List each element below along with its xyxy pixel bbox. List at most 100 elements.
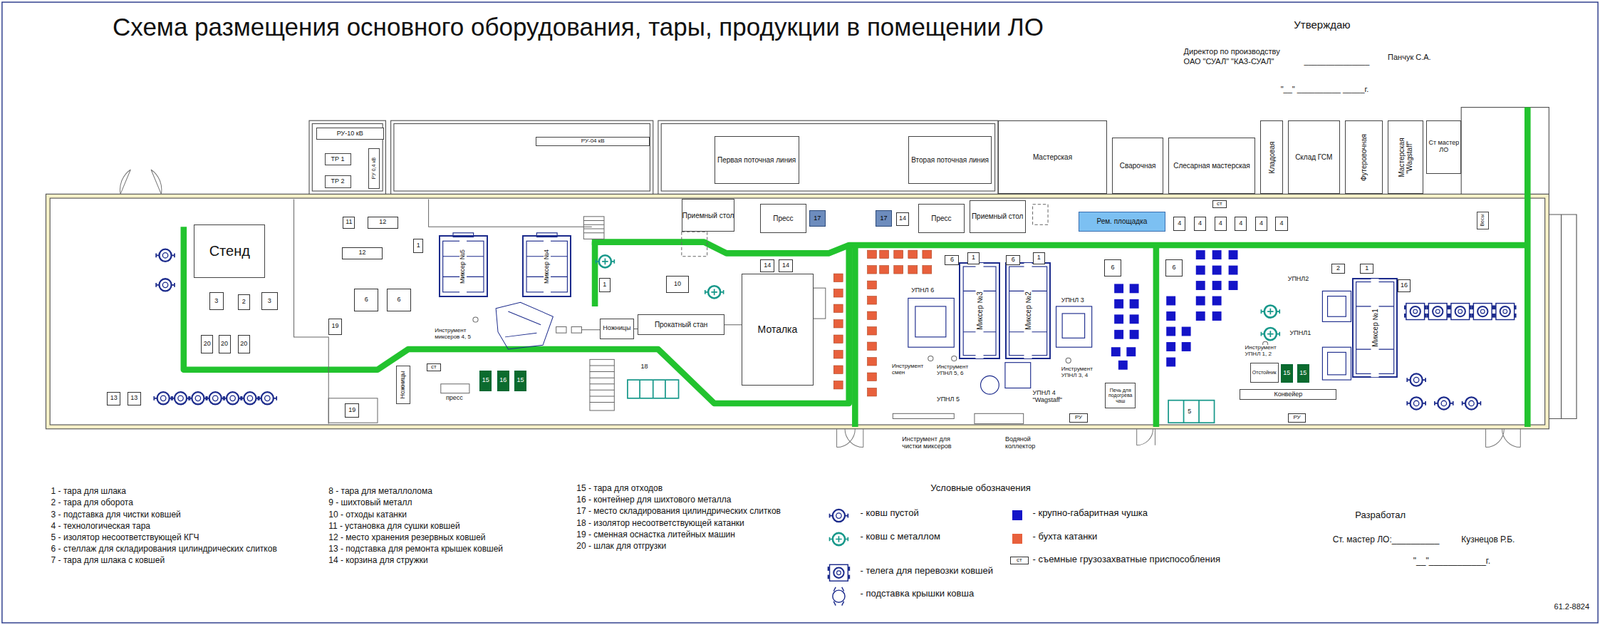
text-label: 61.2-8824: [1554, 601, 1591, 611]
coil: [867, 311, 877, 320]
coil: [833, 289, 843, 298]
callout-number: 6: [1005, 255, 1021, 266]
text-label: Водяной коллектор: [1005, 435, 1051, 451]
equipment-box: РУ-04 кВ: [535, 136, 650, 147]
road: [854, 107, 1528, 427]
empty-ladle: [1462, 396, 1482, 409]
text-label: УПНЛ2: [1287, 275, 1310, 283]
callout-number: 4: [1255, 216, 1268, 231]
ingot: [1181, 326, 1192, 337]
ingot: [1196, 280, 1206, 290]
mixer-box: Миксер №1: [1352, 277, 1398, 378]
upnl-unit: [1322, 346, 1351, 380]
upnl-unit: [908, 297, 954, 347]
full-ladle: [1260, 327, 1280, 340]
equipment: [556, 326, 567, 334]
equipment-box: ТР 1: [324, 153, 352, 166]
text-label: Инструмент миксеров 4, 5: [434, 327, 488, 341]
empty-ladle: [205, 391, 225, 404]
equipment-box: Сварочная: [1112, 137, 1164, 194]
legend-swatch: [1012, 533, 1023, 544]
box-label: Весы: [1479, 213, 1486, 229]
ladles: [153, 249, 1516, 410]
box-label: Прокатный стан: [654, 320, 708, 329]
text-label: Инструмент УПНЛ 1, 2: [1245, 344, 1286, 358]
coil: [833, 380, 843, 389]
box-label: Моталка: [757, 324, 798, 335]
equipment-box: Пресс: [760, 203, 806, 233]
coil: [867, 341, 877, 350]
text-label: Инструмент УПНЛ 5, 6: [936, 364, 978, 377]
teal-rack: [639, 379, 666, 399]
text-label: УПНЛ 6: [911, 287, 934, 295]
equipment-box: Приемный стол: [681, 198, 735, 232]
mixer-details: [443, 232, 1395, 394]
coil: [867, 280, 877, 289]
text-label: 11 - установка для сушки ковшей: [328, 521, 460, 531]
ingot: [1118, 360, 1128, 370]
callout-number: 15: [1297, 364, 1310, 383]
teal-containers: [627, 379, 1215, 423]
callout-number: 14: [778, 259, 793, 273]
box-label: Миксер №1: [1371, 278, 1380, 377]
callout-number: 4: [1275, 216, 1288, 231]
road: [591, 242, 1529, 254]
equipment-box: Склад ГСМ: [1287, 120, 1340, 194]
equipment-box: Ст мастер ЛО: [1426, 120, 1462, 174]
equipment-box: Приемный стол: [969, 200, 1026, 233]
ingot: [1196, 311, 1206, 321]
callout-number: 4: [1214, 216, 1227, 231]
box-label: Ножницы: [602, 324, 631, 332]
tool-marker: [928, 355, 934, 361]
equipment: [813, 287, 826, 319]
ingot: [1212, 311, 1222, 321]
text-label: 4 - технологическая тара: [51, 521, 151, 531]
ingot: [1228, 265, 1239, 275]
box-label: Конвейер: [1273, 391, 1303, 399]
callout-number: 3: [209, 292, 224, 311]
text-label: 8 - тара для металлолома: [328, 486, 433, 496]
callout-number: 15: [1280, 364, 1293, 383]
text-label: Кузнецов Р.Б.: [1461, 534, 1515, 545]
text-label: 17 - место складирования цилиндрических …: [576, 506, 781, 516]
equipment-box: Рем. площадка: [1078, 211, 1166, 233]
text-label: 2 - тара для оборота: [51, 497, 134, 508]
text-label: УПНЛ1: [1290, 329, 1312, 337]
empty-ladle: [1434, 396, 1454, 409]
text-label: 12 - место хранения резервных ковшей: [328, 532, 486, 543]
callout-number: 19: [344, 403, 360, 418]
legend-swatch: [1012, 510, 1023, 521]
equipment-box: Первая поточная линия: [714, 136, 800, 184]
box-label: Вторая поточная линия: [911, 156, 989, 164]
callout-number: 10: [666, 275, 689, 293]
box-label: Рем. площадка: [1096, 217, 1147, 226]
box-label: Склад ГСМ: [1295, 153, 1333, 161]
upnl-unit: [915, 306, 947, 337]
callout-number: 6: [1165, 259, 1183, 277]
outer-wall: [1548, 214, 1577, 419]
tool-marker: [951, 355, 957, 361]
ingot: [1166, 296, 1176, 306]
callout-number: ст: [426, 363, 441, 372]
equipment-box: Стенд: [193, 224, 266, 278]
text-label: Инструмент смен: [891, 363, 925, 377]
callout-number: 16: [1397, 279, 1410, 292]
text-label: "__" __________ _____г.: [1280, 84, 1370, 94]
teal-rack: [1183, 400, 1199, 424]
equipment-box: Весы: [1476, 211, 1489, 231]
coil: [833, 365, 843, 374]
box-label: РУ 0,4 кВ: [371, 149, 377, 188]
coil: [867, 296, 877, 305]
coil: [867, 265, 877, 274]
door: [837, 428, 864, 448]
empty-ladle: [153, 391, 173, 404]
box-label: Ст мастер ЛО: [1426, 139, 1461, 154]
text-label: "__"____________г.: [1413, 556, 1491, 566]
box-label: ТР 2: [331, 178, 345, 186]
text-label: 5 - изолятор несоответствующей КГЧ: [51, 532, 200, 543]
text-label: Разработал: [1354, 510, 1406, 521]
ingot: [1212, 280, 1222, 290]
text-label: ОАО "СУАЛ" "КАЗ-СУАЛ": [1183, 56, 1275, 66]
box-label: Миксер №3: [975, 262, 984, 359]
